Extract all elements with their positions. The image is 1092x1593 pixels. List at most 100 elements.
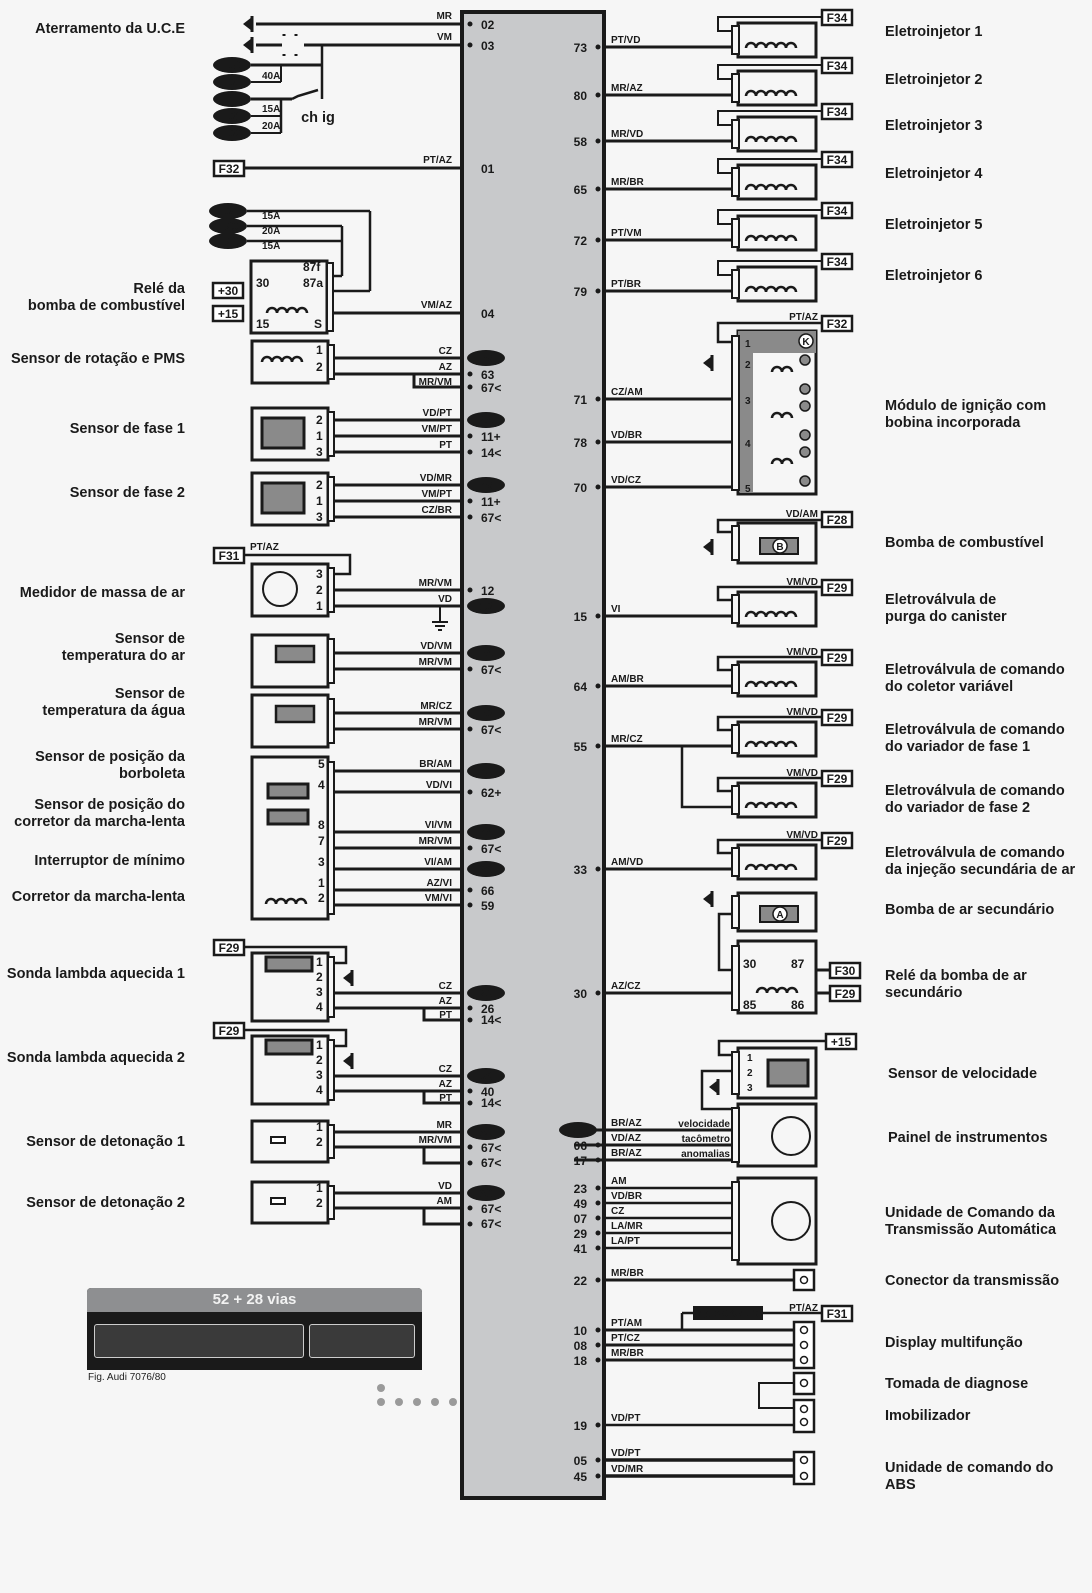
connector-title: 52 + 28 vias	[87, 1288, 422, 1312]
spark-plug-icon	[799, 400, 811, 412]
page-dot[interactable]	[413, 1398, 421, 1406]
air-relay-label: secundário	[885, 985, 962, 1001]
page-dot[interactable]	[449, 1398, 457, 1406]
wire-color: VD	[438, 594, 452, 605]
ecu-pin-badge-text: 20	[571, 1124, 585, 1138]
page-dot[interactable]	[377, 1384, 385, 1392]
sensor-label: Sensor de posição do	[34, 797, 185, 813]
ecu-pin: 59	[481, 899, 495, 913]
relay-terminal: 15	[256, 317, 270, 331]
pin-number: 1	[316, 599, 323, 613]
air-pump-ground-icon	[703, 892, 712, 906]
valve-feed-wire	[716, 715, 822, 732]
chassis-ground-icon	[243, 38, 252, 52]
ecu-pin-dot	[595, 92, 601, 98]
transmission-connector-box	[792, 1268, 816, 1292]
page-dot[interactable]	[377, 1398, 385, 1406]
ecu-pin: 67<	[481, 511, 501, 525]
diagnosis-link-wire	[758, 1382, 794, 1409]
fuel-pump-connector	[731, 525, 740, 561]
wire-color: MR/VM	[419, 578, 452, 589]
transistor-icon	[771, 1201, 811, 1241]
connector-face-left	[94, 1324, 304, 1358]
spark-plug-icon	[799, 383, 811, 395]
sensor-label: Medidor de massa de ar	[20, 585, 186, 601]
wire-color: VD/MR	[611, 1464, 644, 1475]
pin-number: 1	[318, 876, 325, 890]
diagnosis-connector-box	[792, 1371, 816, 1396]
ecu-pin-badge	[467, 1124, 505, 1140]
sensor-label: corretor da marcha-lenta	[14, 814, 186, 830]
fuse-rating: 20A	[262, 226, 280, 237]
pin-number: 1	[747, 1053, 753, 1064]
wire-color: PT/AZ	[789, 312, 818, 323]
ecu-pin-dot	[467, 1160, 473, 1166]
solenoid-valve-5	[736, 843, 818, 881]
ecu-pin-badge	[467, 350, 505, 366]
relay-terminal: 87a	[303, 276, 323, 290]
lambda-probe-10-connector	[327, 956, 335, 1018]
valve-label: Eletroválvula de comando	[885, 845, 1065, 861]
ecu-pin-dot	[467, 433, 473, 439]
shield-wire	[422, 1208, 464, 1226]
ecu-pin-badge	[467, 1185, 505, 1201]
ecu-pin: 19	[574, 1419, 588, 1433]
ecu-pin: 14<	[481, 1096, 501, 1110]
ecu-pin-badge-text: 56	[479, 352, 493, 366]
shield-wire	[422, 1008, 464, 1022]
solenoid-valve-4-coil-icon	[744, 801, 798, 809]
pin-number: 3	[316, 985, 323, 999]
fuse-rating: 40A	[262, 71, 280, 82]
wire-color: PT	[439, 440, 452, 451]
ecu-pin-dot	[595, 1457, 601, 1463]
sensor-label: Sonda lambda aquecida 2	[7, 1050, 185, 1066]
sensor-label: Sensor de detonação 2	[26, 1195, 185, 1211]
injector-feed-wire	[717, 260, 822, 276]
ecu-pin-dot	[595, 1277, 601, 1283]
phase-sensor-2-connector	[327, 476, 335, 522]
page-dot[interactable]	[395, 1398, 403, 1406]
ecu-pin: 45	[574, 1470, 588, 1484]
ignition-module-header	[738, 331, 816, 353]
connector-pin-icon	[799, 1340, 809, 1350]
ecu-pin-dot	[595, 1230, 601, 1236]
valve-feed-wire	[716, 776, 822, 793]
injector-1	[736, 21, 818, 59]
instrument-panel-connector	[731, 1107, 740, 1163]
ecu-pin: 10	[574, 1324, 588, 1338]
ecu-pin-dot	[595, 1185, 601, 1191]
wire-color: VM/AZ	[421, 300, 452, 311]
relay-terminal: 87	[791, 957, 805, 971]
sensor-label: Sensor de fase 1	[70, 421, 185, 437]
ecu-pin-dot	[467, 887, 473, 893]
injector-4-connector	[731, 167, 740, 197]
relay-input-tag	[211, 281, 245, 300]
pin-number: 3	[318, 855, 325, 869]
solenoid-valve-2-coil-icon	[744, 680, 798, 688]
wire-color: MR	[436, 11, 452, 22]
ecu-connector-figure: 52 + 28 vias	[87, 1288, 422, 1370]
wire-color: CZ	[439, 981, 452, 992]
figure-caption: Fig. Audi 7076/80	[88, 1372, 166, 1383]
fuse-rating: 20A	[262, 121, 280, 132]
f32-tag-text: F32	[219, 162, 240, 176]
components-layer	[209, 8, 862, 1486]
ecu-pin-badge	[559, 1122, 597, 1138]
ecu-pin-dot	[595, 743, 601, 749]
fuel-pump-symbol: B	[776, 542, 783, 553]
wire-color: MR/VM	[419, 657, 452, 668]
ecu-pin-badge-text: 68	[479, 1126, 493, 1140]
wire-color: VI/AM	[424, 857, 452, 868]
wire-color: VD/CZ	[611, 475, 641, 486]
injector-4-coil-icon	[744, 183, 798, 191]
solenoid-valve-4-connector	[731, 785, 740, 815]
ecu-pin-dot	[467, 384, 473, 390]
wire-color: MR/BR	[611, 1268, 645, 1279]
ecu-pin: 40	[481, 1085, 495, 1099]
ecu-pin: 67<	[481, 1156, 501, 1170]
temp-sensor-4-connector	[327, 638, 335, 684]
transmission-connector-label: Conector da transmissão	[885, 1273, 1059, 1289]
page-dot[interactable]	[431, 1398, 439, 1406]
wire-color: VD/BR	[611, 430, 643, 441]
ecu-pin-dot	[467, 845, 473, 851]
